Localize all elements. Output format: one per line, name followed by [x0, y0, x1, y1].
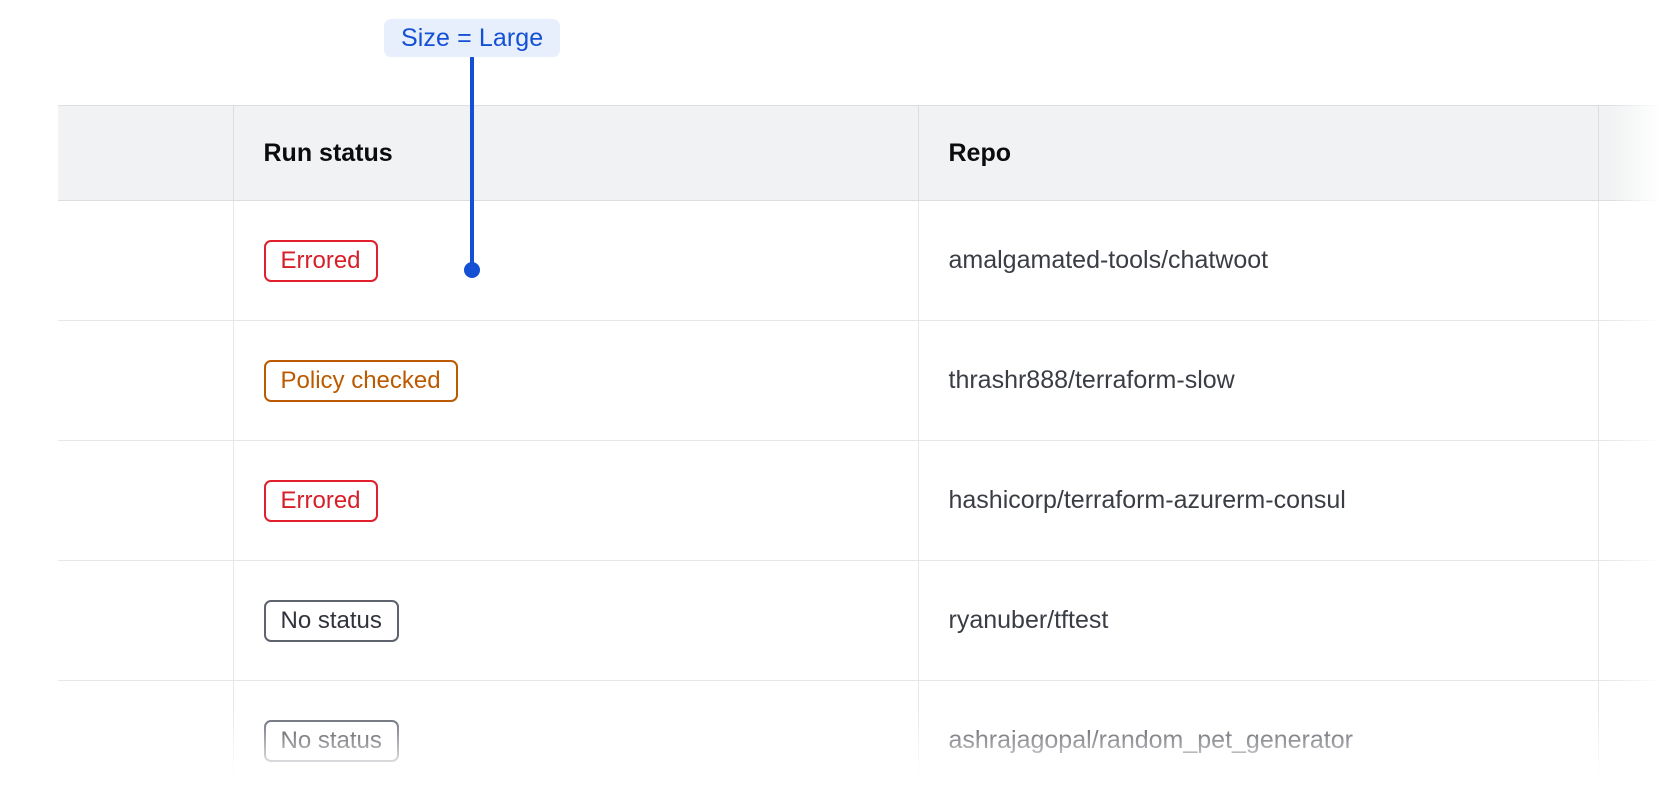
repo-cell[interactable]: ryanuber/tftest: [918, 560, 1599, 681]
status-badge: Errored: [263, 239, 378, 282]
status-badge: Policy checked: [263, 359, 458, 402]
status-badge: Errored: [263, 479, 378, 522]
header-row: Run status Repo: [58, 105, 1672, 201]
row-select-cell[interactable]: [58, 320, 234, 441]
repo-cell[interactable]: ashrajagopal/random_pet_generator: [918, 680, 1599, 788]
column-header-extra[interactable]: [1598, 105, 1672, 201]
extra-cell: [1598, 200, 1672, 321]
status-badge: No status: [263, 599, 399, 642]
extra-cell: [1598, 560, 1672, 681]
row-select-cell[interactable]: [58, 200, 234, 321]
run-status-cell: No status: [233, 560, 919, 681]
row-select-cell[interactable]: [58, 440, 234, 561]
extra-cell: [1598, 680, 1672, 788]
extra-cell: [1598, 440, 1672, 561]
row-select-cell[interactable]: [58, 560, 234, 681]
table-body: Errored amalgamated-tools/chatwoot Polic…: [58, 200, 1672, 788]
runs-table-scroll-region[interactable]: Run status Repo Errored amalgamated-tool…: [0, 105, 1672, 788]
extra-cell: [1598, 320, 1672, 441]
run-status-cell: Policy checked: [233, 320, 919, 441]
column-header-select[interactable]: [58, 105, 234, 201]
runs-table: Run status Repo Errored amalgamated-tool…: [58, 105, 1672, 788]
table-row[interactable]: Errored hashicorp/terraform-azurerm-cons…: [58, 440, 1672, 561]
table-row[interactable]: Errored amalgamated-tools/chatwoot: [58, 200, 1672, 321]
table-row[interactable]: No status ashrajagopal/random_pet_genera…: [58, 680, 1672, 788]
repo-cell[interactable]: thrashr888/terraform-slow: [918, 320, 1599, 441]
column-header-run-status[interactable]: Run status: [233, 105, 919, 201]
run-status-cell: Errored: [233, 200, 919, 321]
repo-cell[interactable]: amalgamated-tools/chatwoot: [918, 200, 1599, 321]
run-status-cell: No status: [233, 680, 919, 788]
row-select-cell[interactable]: [58, 680, 234, 788]
table-header: Run status Repo: [58, 105, 1672, 201]
table-row[interactable]: Policy checked thrashr888/terraform-slow: [58, 320, 1672, 441]
column-header-repo[interactable]: Repo: [918, 105, 1599, 201]
table-row[interactable]: No status ryanuber/tftest: [58, 560, 1672, 681]
size-annotation-badge[interactable]: Size = Large: [384, 19, 561, 57]
run-status-cell: Errored: [233, 440, 919, 561]
status-badge: No status: [263, 719, 399, 762]
repo-cell[interactable]: hashicorp/terraform-azurerm-consul: [918, 440, 1599, 561]
